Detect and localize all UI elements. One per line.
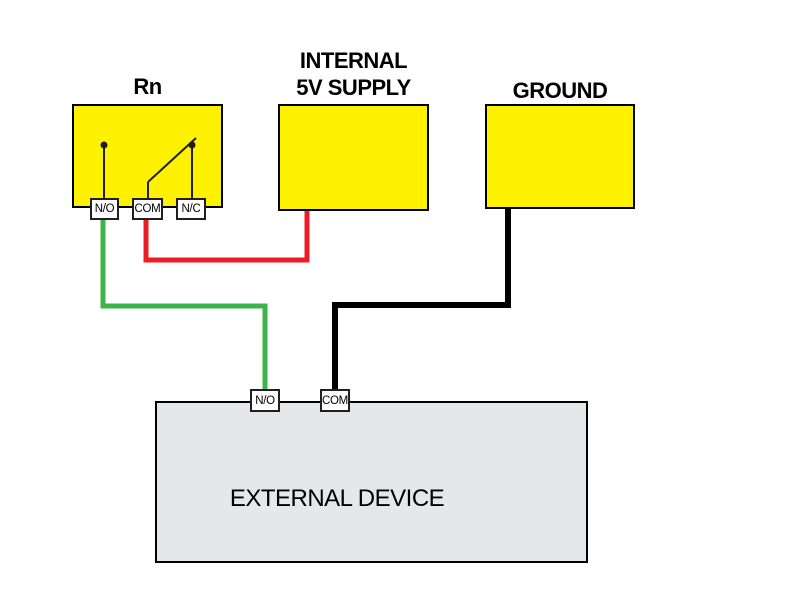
green-wire-no-to-device — [100, 216, 268, 393]
relay-terminal-nc: N/C — [176, 198, 206, 220]
device-terminal-no: N/O — [250, 389, 280, 412]
black-wire-ground-to-device — [332, 207, 511, 393]
relay-terminal-com: COM — [132, 198, 163, 220]
supply-label: INTERNAL 5V SUPPLY — [272, 47, 435, 101]
relay-terminal-no: N/O — [90, 198, 119, 220]
device-terminal-com: COM — [320, 389, 350, 412]
ground-label: GROUND — [512, 78, 608, 103]
red-wire-supply-to-com — [143, 211, 310, 263]
ground-box — [485, 104, 635, 209]
supply-label-line2: 5V SUPPLY — [296, 75, 411, 100]
relay-label: Rn — [133, 74, 162, 99]
relay-box — [72, 104, 223, 208]
supply-label-line1: INTERNAL — [299, 48, 408, 73]
external-device-box: EXTERNAL DEVICE — [155, 401, 588, 563]
external-device-label: EXTERNAL DEVICE — [229, 485, 445, 512]
supply-box — [278, 104, 429, 211]
